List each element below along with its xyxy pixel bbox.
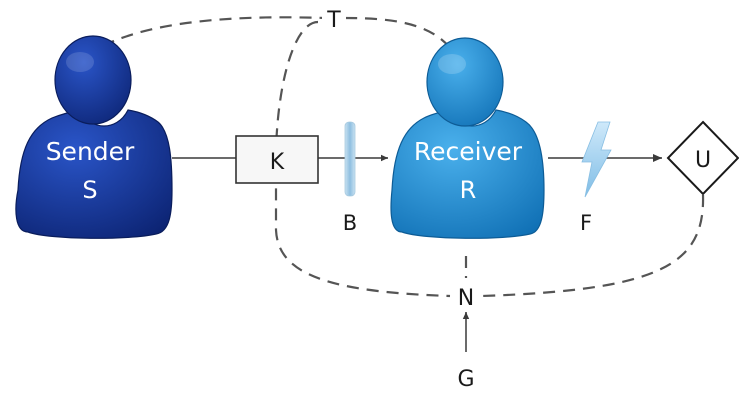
dashed-link-t-to-receiver bbox=[344, 16, 459, 61]
flash-label: F bbox=[580, 211, 592, 235]
barrier-bar bbox=[344, 121, 356, 197]
sender-symbol: S bbox=[82, 176, 97, 204]
channel-box-frame bbox=[235, 135, 319, 184]
receiver-title: Receiver bbox=[414, 137, 523, 166]
sender-node: Sender S bbox=[15, 35, 173, 239]
channel-box: K bbox=[235, 135, 319, 184]
barrier-label: B bbox=[343, 211, 357, 235]
bottom-junction-backdrop bbox=[453, 282, 479, 310]
bottom-junction-label: N bbox=[458, 286, 474, 311]
lightning-icon bbox=[581, 121, 612, 198]
dashed-link-u-to-n bbox=[481, 194, 705, 298]
sender-title: Sender bbox=[46, 137, 135, 166]
top-junction-label: T bbox=[326, 8, 341, 33]
receiver-node: Receiver R bbox=[390, 37, 545, 239]
outcome-diamond-label: U bbox=[695, 148, 711, 173]
outcome-diamond-shape bbox=[666, 120, 739, 196]
sender-person-icon bbox=[15, 35, 173, 239]
source-label: G bbox=[457, 367, 474, 392]
outcome-diamond: U bbox=[666, 120, 739, 196]
receiver-symbol: R bbox=[460, 176, 477, 204]
top-junction-backdrop bbox=[322, 4, 346, 32]
flash: F bbox=[580, 121, 612, 235]
receiver-person-icon bbox=[390, 37, 545, 239]
channel-box-label: K bbox=[270, 150, 285, 175]
barrier: B bbox=[343, 121, 357, 235]
dashed-link-t-to-n-left bbox=[274, 20, 451, 298]
